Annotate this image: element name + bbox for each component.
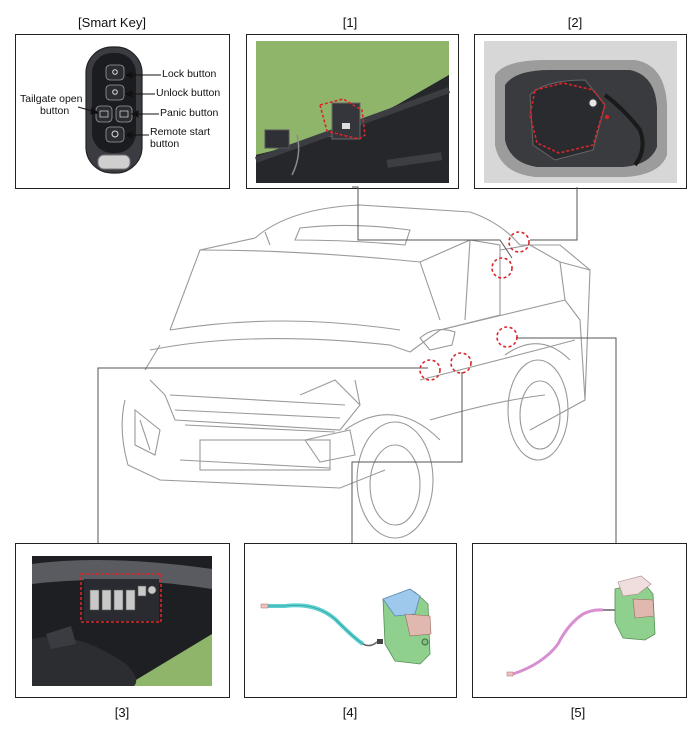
panel-3-photo (32, 556, 212, 686)
smart-key-drawing (77, 46, 161, 174)
panel-2 (474, 34, 687, 189)
panel-5 (472, 543, 687, 698)
lock-button-shape (105, 64, 125, 81)
panic-button-label: Panic button (160, 107, 219, 119)
remote-start-label-2: button (150, 138, 180, 150)
car-outline (121, 204, 591, 539)
label-panel-2: [2] (567, 15, 583, 30)
panel-5-illustration (506, 575, 656, 677)
remote-start-button-shape (105, 126, 125, 143)
unlock-button-shape (105, 84, 125, 101)
lock-button-label: Lock button (162, 68, 217, 80)
label-panel-4: [4] (342, 705, 358, 720)
panel-1 (246, 34, 459, 189)
callout-circles (419, 231, 530, 381)
callout-2 (508, 231, 530, 253)
callout-5 (496, 326, 518, 348)
fob-buttons (95, 64, 133, 143)
tailgate-button-shape (95, 105, 113, 123)
callout-1 (491, 257, 513, 279)
panel-2-photo (484, 41, 677, 183)
panel-4-illustration (260, 588, 432, 665)
panel-4 (244, 543, 457, 698)
panel-3 (15, 543, 230, 698)
unlock-button-label: Unlock button (156, 87, 221, 99)
callout-4 (450, 352, 472, 374)
label-panel-5: [5] (570, 705, 586, 720)
callout-3 (419, 359, 441, 381)
remote-start-label-1: Remote start (150, 126, 211, 138)
label-panel-3: [3] (114, 705, 130, 720)
leader-lines (97, 186, 617, 543)
label-smart-key: [Smart Key] (78, 15, 146, 30)
label-panel-1: [1] (342, 15, 358, 30)
tailgate-label-1: Tailgate open (20, 93, 83, 105)
panel-1-photo (254, 41, 451, 183)
smart-key-panel (15, 34, 230, 189)
tailgate-label-2: button (40, 105, 70, 117)
